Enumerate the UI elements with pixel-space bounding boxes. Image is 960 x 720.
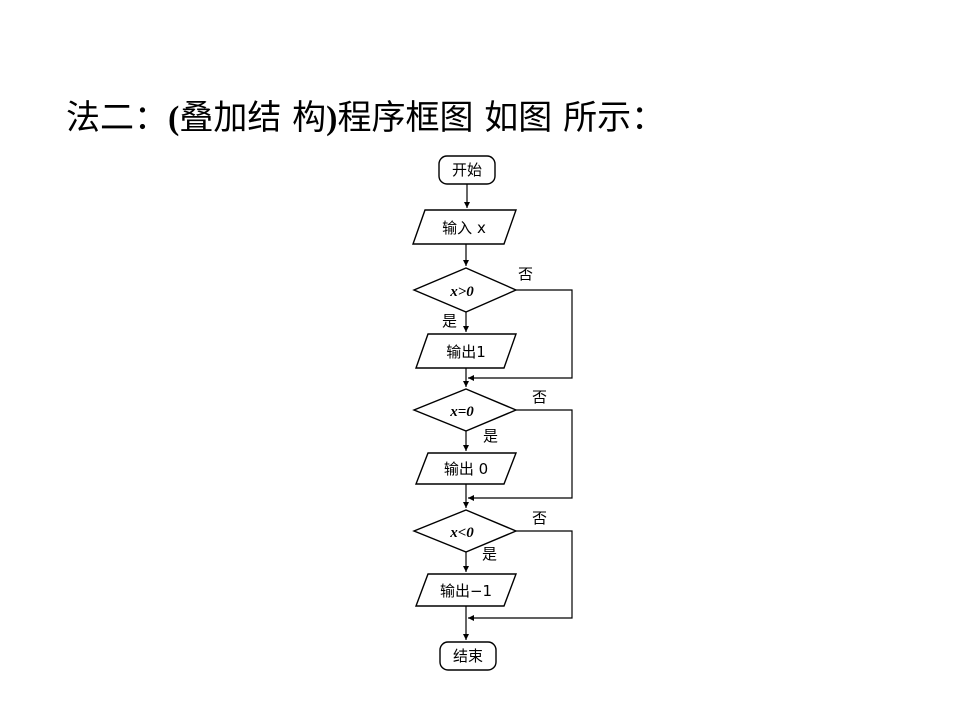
title-paren-open: (	[168, 100, 180, 137]
decision-1-no-path	[468, 289, 573, 381]
decision-3-label: x<0	[449, 525, 474, 541]
decision-1-label: x>0	[449, 284, 474, 300]
output-3-label: 输出−1	[440, 582, 492, 600]
title-middle: 叠加结 构	[179, 98, 327, 138]
decision-3-no-label: 否	[532, 509, 547, 527]
output-2-box	[414, 452, 518, 485]
output-1-label: 输出1	[446, 343, 486, 361]
output-2-label: 输出 0	[444, 460, 488, 478]
decision-2-yes-label: 是	[483, 427, 498, 445]
end-label: 结束	[453, 647, 483, 665]
decision-2-no-path	[468, 409, 573, 501]
decision-3-yes-label: 是	[482, 545, 497, 563]
input-box	[412, 209, 517, 245]
decision-2-label: x=0	[449, 404, 474, 420]
start-label: 开始	[452, 161, 482, 179]
title-paren-close: )	[326, 100, 338, 137]
decision-1-no-label: 否	[518, 265, 533, 283]
output-1-box	[415, 333, 517, 369]
title-prefix: 法二：	[66, 98, 168, 138]
end-terminal	[439, 641, 497, 671]
decision-2-no-label: 否	[532, 388, 547, 406]
title-suffix: 程序框图 如图 所示：	[337, 98, 666, 138]
input-label: 输入 x	[442, 219, 486, 237]
output-3-box	[414, 573, 518, 607]
decision-3-no-path	[468, 530, 573, 621]
slide-title: 法二：(叠加结 构)程序框图 如图 所示：	[66, 98, 665, 139]
decision-1-yes-label: 是	[442, 312, 457, 330]
